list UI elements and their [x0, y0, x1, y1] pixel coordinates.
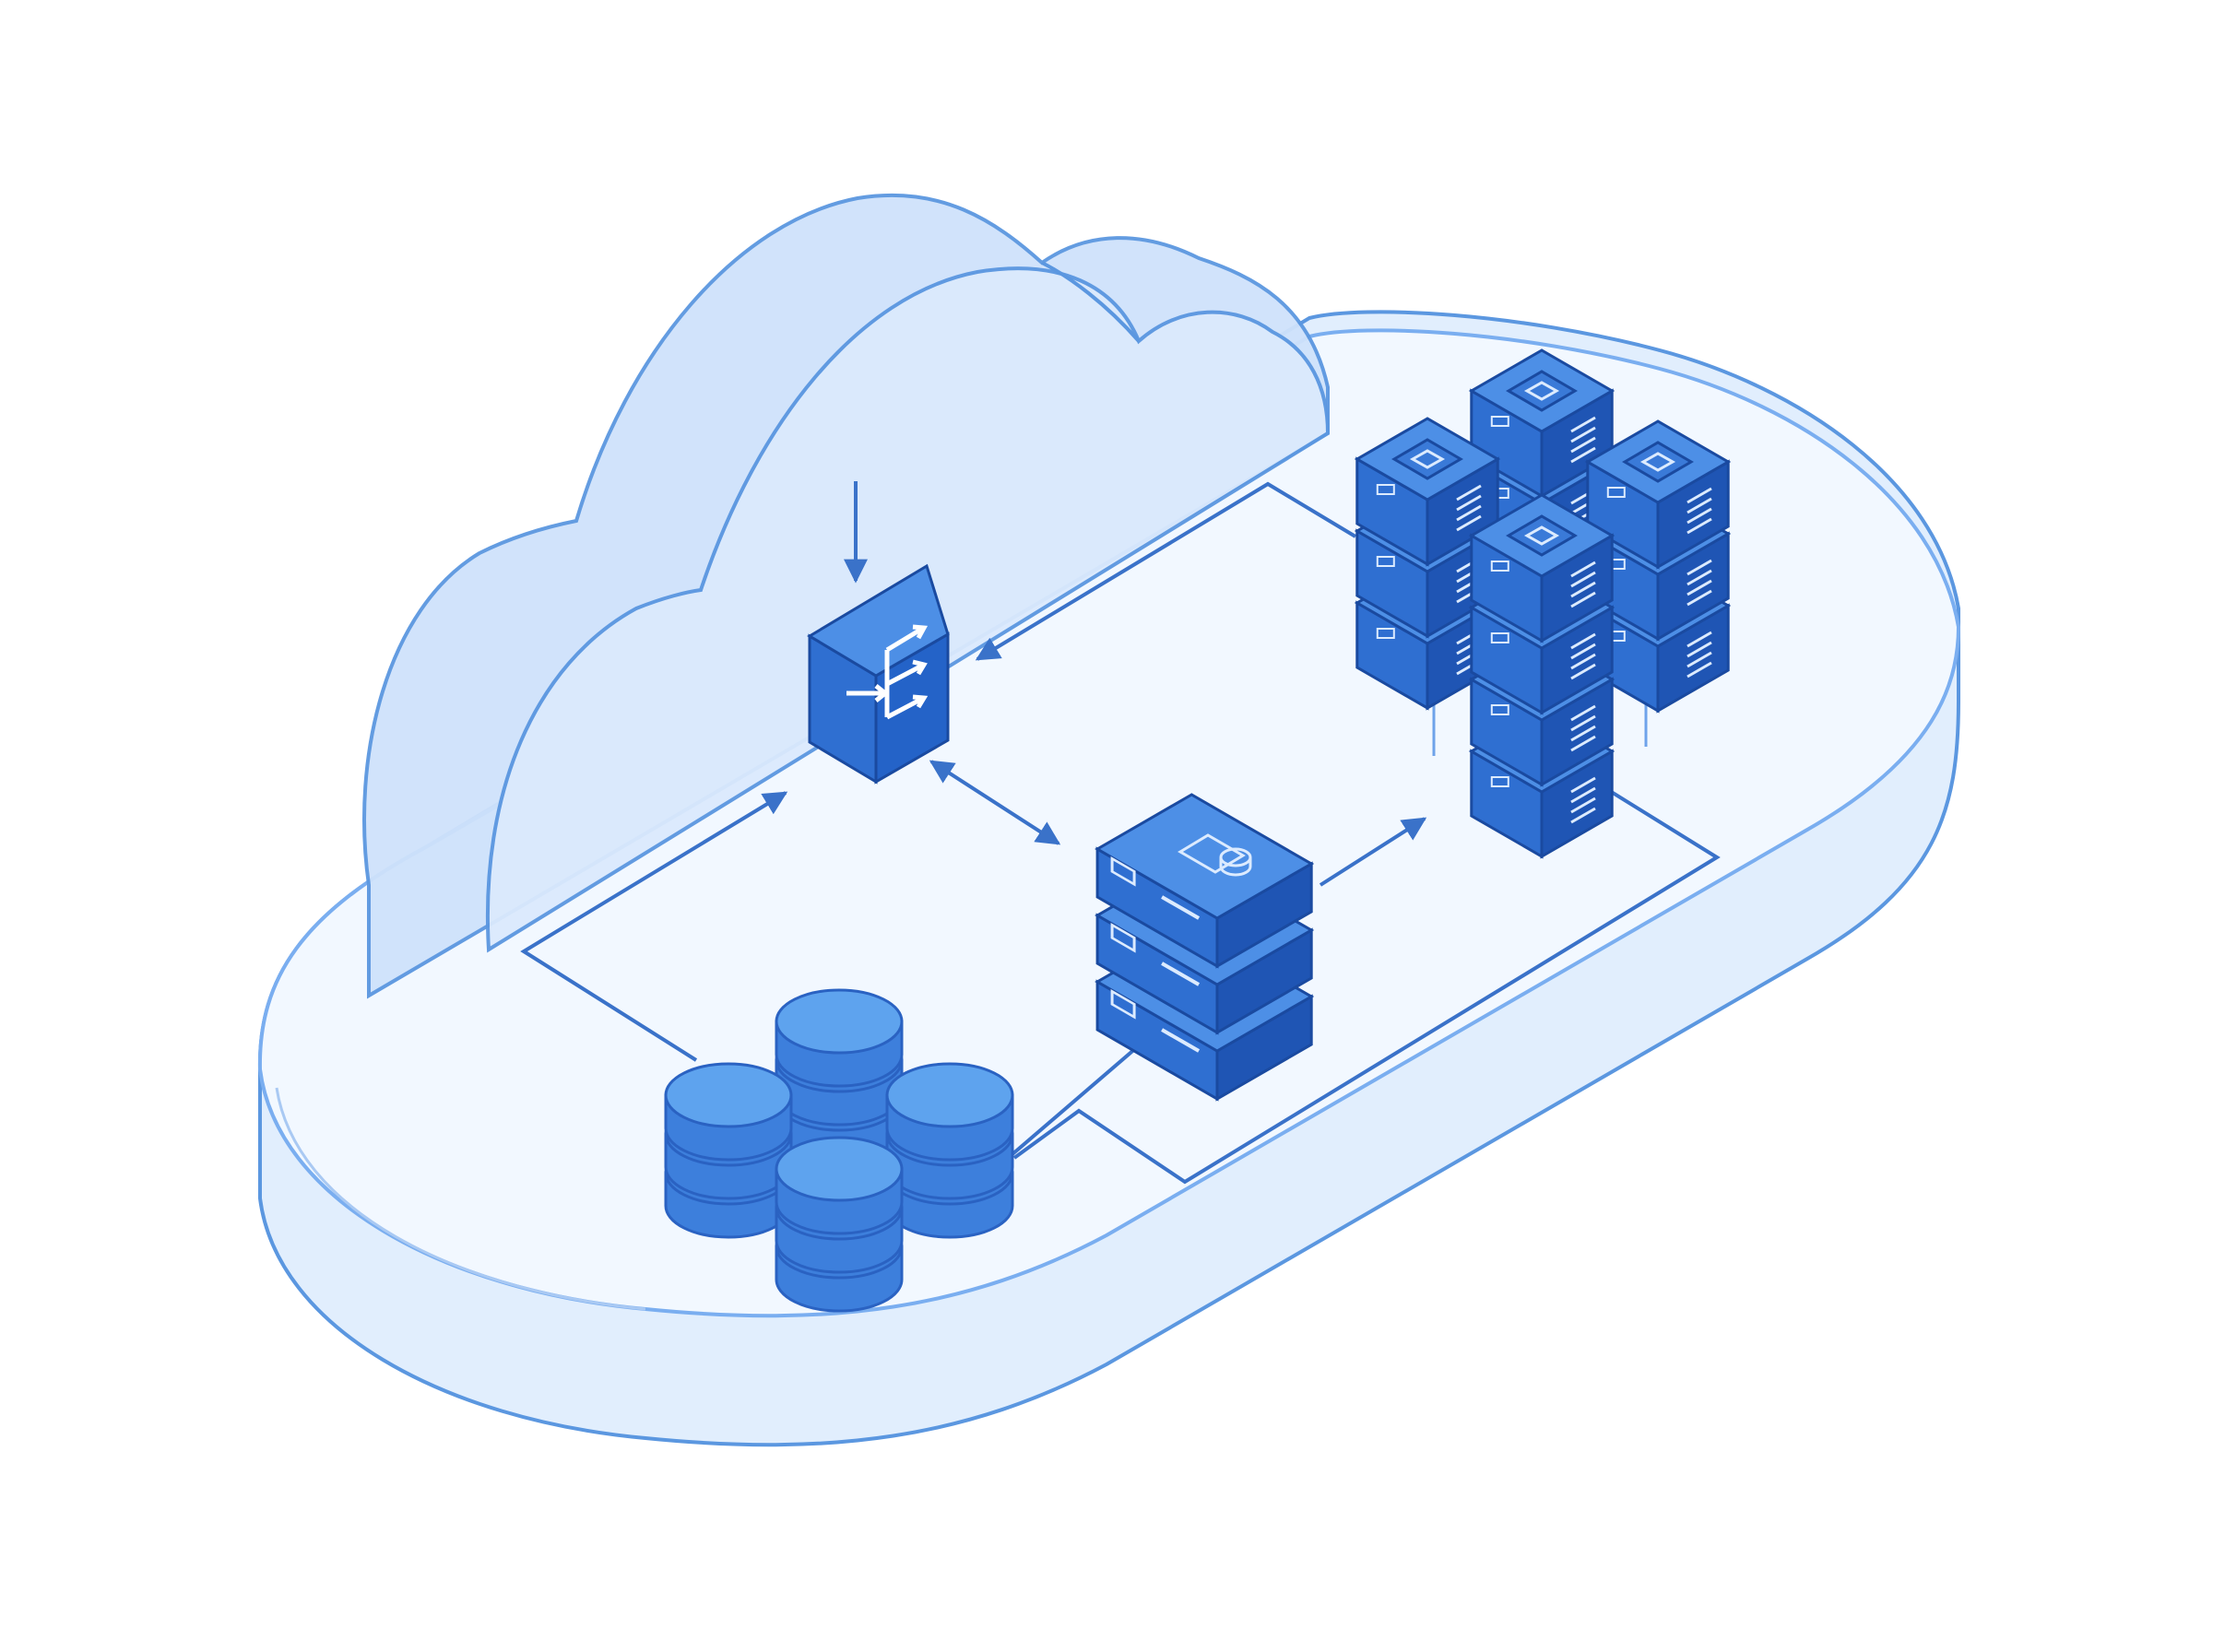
- connectors: [520, 481, 1721, 1185]
- server-layer-slot: [1161, 895, 1201, 920]
- document-database-icon: [1178, 833, 1252, 877]
- server-layer-slot: [1161, 962, 1201, 986]
- rack-slot: [1490, 632, 1509, 643]
- server-rack-icon: [1686, 559, 1712, 607]
- db-stack-2-disk-1-top: [664, 1062, 793, 1128]
- load-balancer-top: [807, 563, 950, 678]
- server-layer-slot: [1161, 1028, 1201, 1053]
- server-rack-icon: [1686, 631, 1712, 678]
- database-icon: [664, 1062, 793, 1239]
- connector-app-to-compute: [1319, 817, 1427, 887]
- app-server-layer-1: [1095, 793, 1315, 969]
- rack-slot: [1376, 628, 1395, 639]
- database-icon: [775, 988, 904, 1165]
- rack-slot: [1376, 484, 1395, 495]
- chip-icon: [1506, 370, 1578, 412]
- rack-slot: [1490, 560, 1509, 572]
- server-rack-icon: [1570, 416, 1596, 464]
- server-rack-icon: [1570, 704, 1596, 752]
- server-layer-icon: [1110, 856, 1136, 887]
- chip-icon: [1506, 514, 1578, 557]
- rack-tower-1-unit-1: [1468, 348, 1615, 499]
- server-rack-icon: [1570, 776, 1596, 824]
- split-arrows-icon: [846, 624, 929, 720]
- database-icon: [775, 1136, 904, 1313]
- server-rack-icon: [1570, 560, 1596, 608]
- database-cluster-node[interactable]: [664, 988, 1014, 1313]
- rack-tower-3-unit-1: [1584, 419, 1732, 570]
- load-balancer-node[interactable]: [807, 563, 950, 785]
- server-layer-icon: [1110, 988, 1136, 1020]
- db-stack-3-disk-1-top: [885, 1062, 1014, 1128]
- server-rack-icon: [1686, 487, 1712, 535]
- rack-slot: [1490, 416, 1509, 427]
- connector-db-to-app: [1011, 1040, 1145, 1156]
- cloud-rim-edge: [1041, 261, 1141, 343]
- rack-slot: [1376, 556, 1395, 567]
- connector-lb-app-bidirectional: [929, 760, 1061, 845]
- chip-core-icon: [1523, 381, 1560, 401]
- database-icon: [885, 1062, 1014, 1239]
- compute-cluster-node[interactable]: [1354, 348, 1732, 859]
- db-stack-4-disk-1-top: [775, 1136, 904, 1202]
- server-rack-icon: [1570, 632, 1596, 680]
- chip-core-icon: [1639, 452, 1676, 472]
- connector-db-to-lb: [520, 791, 788, 1062]
- chip-icon: [1391, 438, 1463, 480]
- app-server-node[interactable]: [1095, 793, 1315, 1102]
- rack-tower-2-unit-1: [1354, 417, 1501, 567]
- server-rack-icon: [1456, 484, 1482, 532]
- rack-slot: [1490, 776, 1509, 787]
- connector-db-to-compute: [1012, 774, 1721, 1185]
- chip-icon: [1622, 441, 1694, 483]
- rack-slot: [1606, 487, 1626, 498]
- rack-tower-4-unit-3: [1468, 637, 1615, 787]
- rack-tower-4-unit-1: [1468, 493, 1615, 643]
- app-server-layer-1-top-face: [1095, 793, 1315, 920]
- server-layer-icon: [1110, 922, 1136, 953]
- platform-inner-edge: [275, 1087, 646, 1311]
- connector-compute-to-lb: [975, 481, 1357, 661]
- db-stack-1-disk-1-top: [775, 988, 904, 1055]
- chip-core-icon: [1409, 449, 1446, 469]
- chip-core-icon: [1523, 525, 1560, 546]
- rack-slot: [1490, 704, 1509, 715]
